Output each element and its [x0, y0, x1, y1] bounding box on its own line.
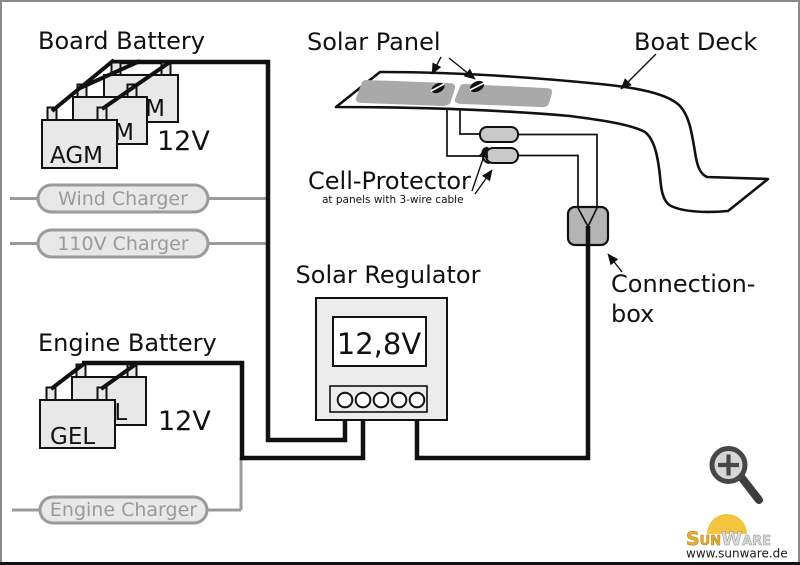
panel-connector-blob-slash — [469, 81, 486, 91]
boat-deck-shape — [334, 70, 770, 214]
engine-battery-voltage: 12V — [158, 406, 211, 437]
wire-connectionbox-to-regulator — [414, 226, 591, 461]
website-url: www.sunware.de — [686, 547, 788, 561]
board-battery-stack: AGM AGM AGM — [41, 58, 179, 169]
solar-panel-title: Solar Panel — [307, 28, 441, 56]
cell-protector-arrow-upper — [471, 146, 489, 192]
battery-link-wire — [100, 60, 172, 111]
wire-board-battery-to-regulator — [112, 59, 348, 443]
solar-panel-arrow-right — [448, 57, 476, 80]
terminal-circle — [336, 391, 354, 409]
connection-box-v-right — [587, 207, 598, 227]
engine-charger-label: Engine Charger — [50, 499, 197, 521]
terminal-circle — [372, 391, 390, 409]
plus-icon — [718, 454, 739, 476]
brand-text: SunWare — [686, 528, 771, 550]
battery-cell-label: GEL — [50, 424, 95, 450]
sunware-logo: SunWare www.sunware.de — [686, 514, 788, 561]
terminal-circle — [354, 391, 372, 409]
solar-regulator-title: Solar Regulator — [296, 261, 481, 289]
solar-regulator: 12,8V — [315, 297, 448, 421]
panel-connector-blob-slash — [430, 83, 445, 92]
cell-protector-lower — [485, 147, 519, 164]
battery-cell-label: AGM — [50, 143, 103, 169]
boat-deck-title: Boat Deck — [634, 28, 757, 56]
sun-icon — [707, 514, 747, 534]
terminal-circle — [408, 391, 426, 409]
battery-link-wire — [49, 361, 87, 391]
connection-box-arrow — [607, 253, 623, 273]
cell-protector-note: at panels with 3-wire cable — [322, 194, 464, 206]
magnifier-handle — [737, 473, 763, 504]
connection-box-label-line2: box — [611, 300, 654, 328]
engine-battery-title: Engine Battery — [38, 329, 217, 357]
protector-cable-upper — [518, 133, 598, 208]
cell-protector-title: Cell-Protector — [308, 167, 471, 195]
battery-terminal — [96, 106, 108, 122]
protector-cable-lower — [518, 154, 579, 208]
engine-charger-wire — [12, 458, 243, 512]
battery-link-wire — [99, 362, 138, 391]
battery-link-wire — [79, 59, 141, 90]
regulator-display — [332, 316, 427, 367]
battery-cell — [41, 119, 118, 169]
wind-charger-label: Wind Charger — [58, 188, 188, 210]
charger-pill-engine — [38, 495, 209, 525]
charger-pill-110v — [36, 228, 210, 259]
110v-charger-label: 110V Charger — [57, 233, 188, 255]
solar-panel-arrow-left — [431, 56, 442, 75]
panel-cable-right — [459, 110, 482, 135]
regulator-display-value: 12,8V — [337, 327, 422, 361]
connection-box-v-left — [577, 207, 589, 227]
image-border-bottom — [0, 562, 800, 565]
wire-engine-battery-to-regulator — [82, 360, 366, 461]
cell-protector-upper — [479, 126, 519, 143]
engine-battery-stack: GEL GEL — [39, 361, 147, 450]
board-battery-title: Board Battery — [38, 27, 205, 55]
zoom-in-icon[interactable] — [709, 446, 763, 504]
solar-panel-left — [355, 80, 456, 106]
battery-terminal — [45, 386, 57, 402]
board-battery-voltage: 12V — [157, 126, 210, 157]
cell-protector-arrow-lower — [474, 169, 493, 195]
boat-deck-arrow — [620, 53, 657, 90]
panel-cable-left — [446, 109, 487, 157]
battery-cell — [39, 399, 116, 449]
terminal-circle — [390, 391, 408, 409]
connection-box-label-line1: Connection- — [611, 270, 755, 298]
charger-pill-wind — [36, 183, 210, 214]
